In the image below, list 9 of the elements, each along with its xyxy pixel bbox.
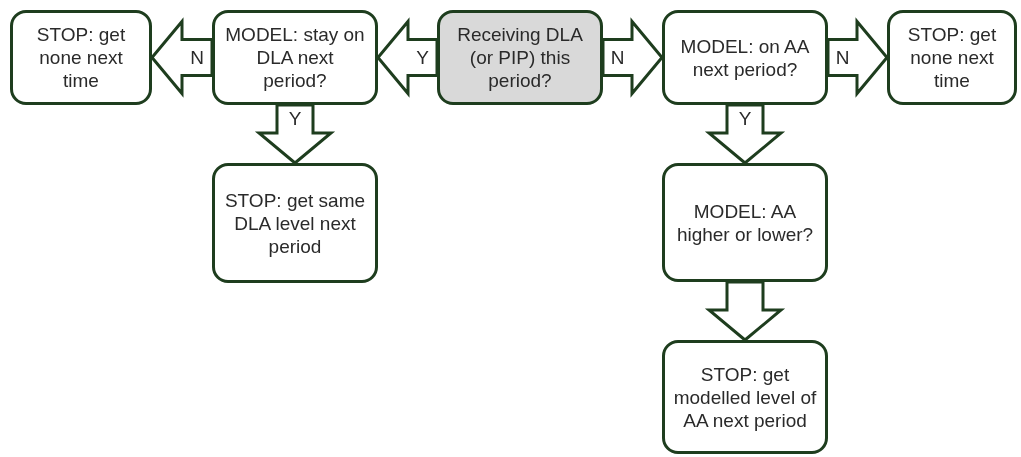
process-box: STOP: get none next time <box>10 10 152 105</box>
start-box: Receiving DLA (or PIP) this period? <box>437 10 603 105</box>
process-box: MODEL: stay on DLA next period? <box>212 10 378 105</box>
block-arrow <box>704 280 786 342</box>
process-box: MODEL: AA higher or lower? <box>662 163 828 282</box>
process-box: STOP: get same DLA level next period <box>212 163 378 283</box>
process-box: MODEL: on AA next period? <box>662 10 828 105</box>
process-box: STOP: get none next time <box>887 10 1017 105</box>
process-box: STOP: get modelled level of AA next period <box>662 340 828 454</box>
